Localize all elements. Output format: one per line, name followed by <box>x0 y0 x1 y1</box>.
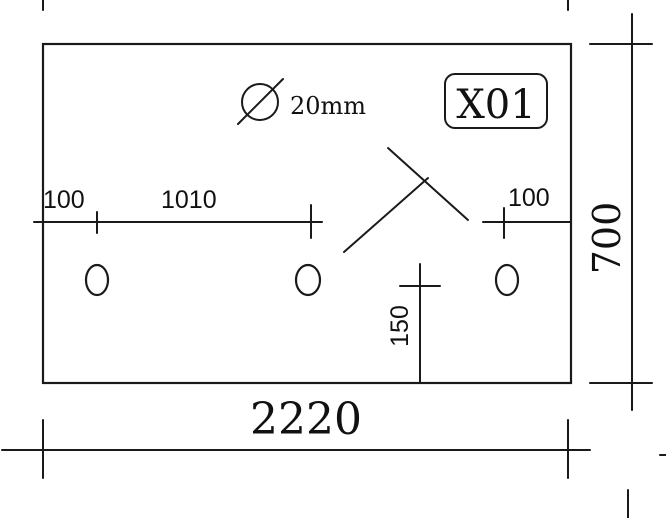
hole-height-dimension-line <box>399 263 441 384</box>
overall-height-dimension-line <box>589 13 653 411</box>
overall-width-dimension-line <box>1 419 591 479</box>
overall-height-label: 700 <box>585 202 629 275</box>
hole-right <box>494 263 520 297</box>
extension-lines <box>42 0 666 518</box>
break-symbol <box>343 147 469 253</box>
horizontal-dimension-line <box>33 204 572 239</box>
hole-diameter-label: 20mm <box>290 92 366 120</box>
right-edge-offset-label: 100 <box>508 184 550 212</box>
hole-left <box>84 263 110 297</box>
hole-middle <box>294 263 322 297</box>
diameter-icon <box>241 83 279 121</box>
left-edge-offset-label: 100 <box>43 186 85 214</box>
overall-width-label: 2220 <box>250 394 362 445</box>
hole-height-label: 150 <box>386 305 414 347</box>
panel-id-tag: X01 <box>444 73 548 129</box>
panel-outline <box>41 42 573 385</box>
panel-id-label: X01 <box>456 82 535 128</box>
hole-spacing-label: 1010 <box>161 186 217 214</box>
hole-diameter-note: 20mm <box>237 78 366 125</box>
